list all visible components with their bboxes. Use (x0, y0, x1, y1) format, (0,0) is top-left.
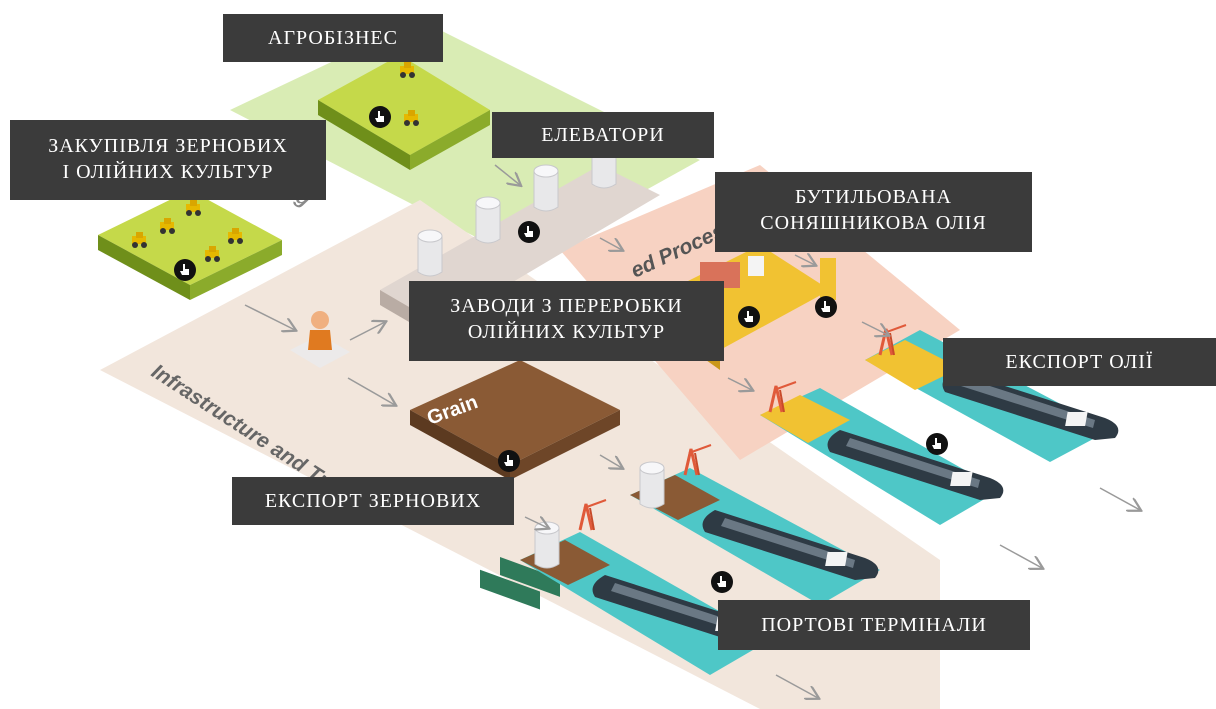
crushing-plants-label-line2: ОЛІЙНИХ КУЛЬТУР (467, 321, 666, 343)
grain-export-label-text: ЕКСПОРТ ЗЕРНОВИХ (264, 490, 482, 512)
elevators-label-text: ЕЛЕВАТОРИ (541, 124, 665, 146)
agribusiness-hotspot-icon[interactable] (369, 106, 391, 128)
oil-export-hotspot-icon[interactable] (926, 433, 948, 455)
bottled-oil-hotspot-icon[interactable] (815, 296, 837, 318)
oil-terminal-upper (865, 323, 1119, 462)
agribusiness-label[interactable]: АГРОБІЗНЕС (223, 14, 443, 62)
flow-arrow-icon (349, 322, 385, 341)
bottled-oil-label[interactable]: БУТИЛЬОВАНА СОНЯШНИКОВА ОЛІЯ (715, 172, 1032, 252)
agribusiness-label-text: АГРОБІЗНЕС (268, 27, 398, 49)
flow-arrow-icon (599, 454, 622, 468)
bottled-oil-label-line1: БУТИЛЬОВАНА (794, 186, 952, 208)
flow-arrow-icon (727, 377, 752, 390)
agribusiness-field (318, 55, 490, 170)
flow-arrow-icon (861, 321, 888, 335)
procurement-hotspot-icon[interactable] (174, 259, 196, 281)
flow-arrow-icon (494, 164, 520, 185)
bottled-oil-label-line2: СОНЯШНИКОВА ОЛІЯ (760, 212, 987, 234)
grain-terminal-upper (630, 443, 880, 605)
elevators-hotspot-icon[interactable] (518, 221, 540, 243)
flow-arrow-icon (524, 517, 548, 528)
grain-export-hotspot-icon[interactable] (498, 450, 520, 472)
flow-arrow-icon (999, 544, 1042, 568)
trader-figure (290, 311, 350, 368)
crushing-plant-hotspot-icon[interactable] (738, 306, 760, 328)
flow-arrows (244, 164, 1140, 698)
procurement-field (98, 190, 282, 300)
port-terminals-hotspot-icon[interactable] (711, 571, 733, 593)
crushing-plants-label[interactable]: ЗАВОДИ З ПЕРЕРОБКИ ОЛІЙНИХ КУЛЬТУР (409, 281, 724, 361)
procurement-label[interactable]: ЗАКУПІВЛЯ ЗЕРНОВИХ І ОЛІЙНИХ КУЛЬТУР (10, 120, 326, 200)
oil-terminal-lower (760, 380, 1004, 525)
grain-export-label[interactable]: ЕКСПОРТ ЗЕРНОВИХ (232, 477, 514, 525)
port-terminals-label[interactable]: ПОРТОВІ ТЕРМІНАЛИ (718, 600, 1030, 650)
flow-arrow-icon (794, 255, 815, 265)
grain-terminal-lower (520, 498, 770, 675)
flow-arrow-icon (775, 674, 818, 698)
crushing-plants-label-line1: ЗАВОДИ З ПЕРЕРОБКИ (450, 295, 683, 317)
elevators-label[interactable]: ЕЛЕВАТОРИ (492, 112, 714, 158)
flow-arrow-icon (599, 237, 622, 250)
procurement-label-line2: І ОЛІЙНИХ КУЛЬТУР (62, 161, 274, 183)
oil-export-label-text: ЕКСПОРТ ОЛІЇ (1005, 351, 1154, 373)
flow-arrow-icon (1099, 487, 1140, 510)
grain-storage: Grain (410, 360, 620, 610)
procurement-label-line1: ЗАКУПІВЛЯ ЗЕРНОВИХ (48, 135, 288, 157)
flow-arrow-icon (347, 377, 395, 405)
flow-arrow-icon (244, 304, 295, 330)
port-terminals-label-text: ПОРТОВІ ТЕРМІНАЛИ (761, 614, 987, 636)
oil-export-label[interactable]: ЕКСПОРТ ОЛІЇ (943, 338, 1216, 386)
